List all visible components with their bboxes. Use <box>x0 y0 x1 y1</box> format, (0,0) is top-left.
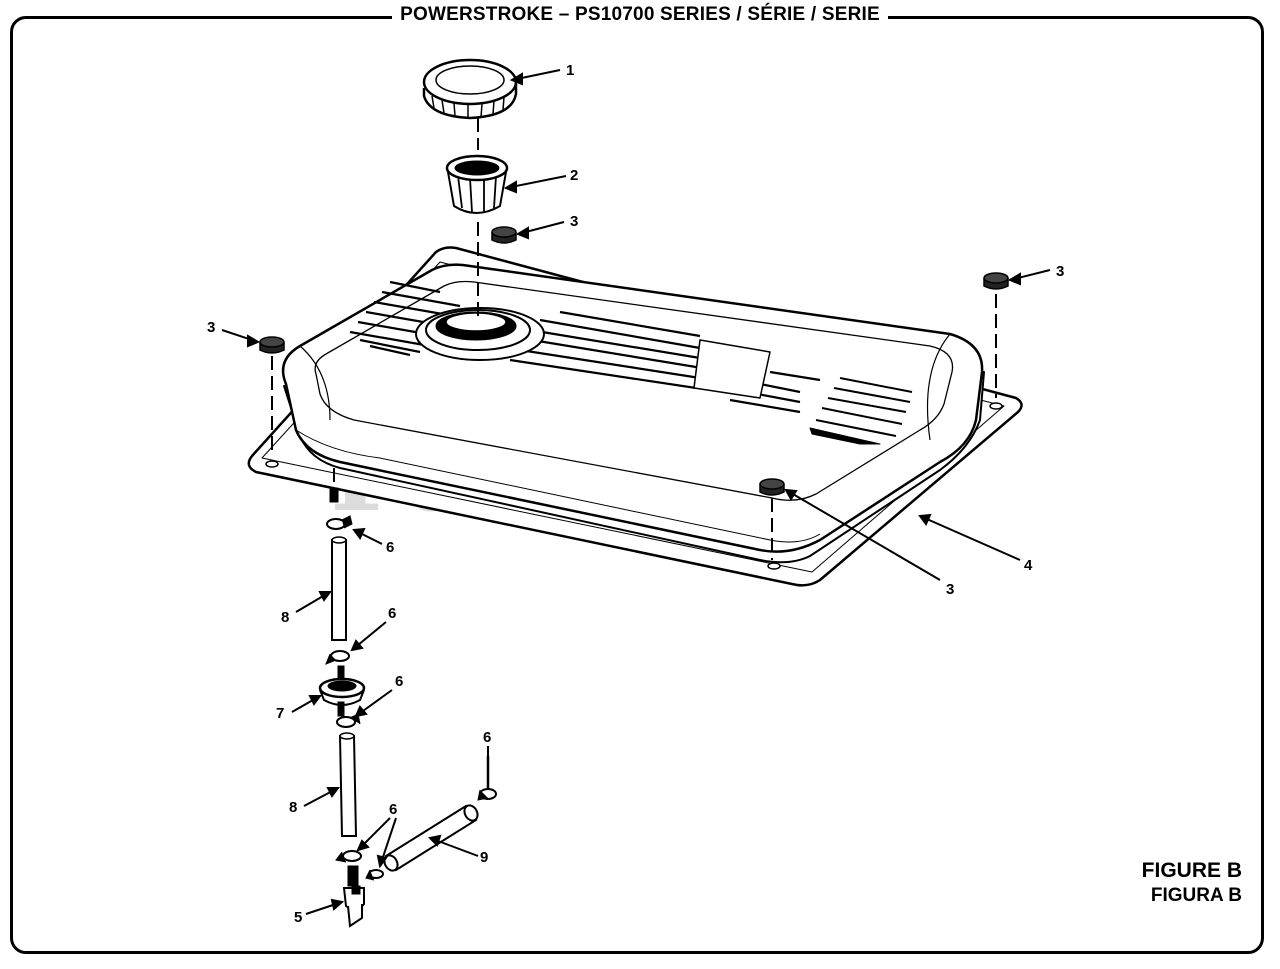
callout-5: 5 <box>294 909 302 926</box>
fuel-shutoff-valve <box>342 865 365 928</box>
screw-clamp <box>477 756 497 801</box>
callout-8-lower: 8 <box>289 799 297 816</box>
grommet-right <box>983 272 1009 290</box>
fuel-strainer <box>445 154 509 214</box>
grommet-top <box>491 226 517 244</box>
callout-3-left: 3 <box>207 319 215 336</box>
hose-clamp-2 <box>325 650 350 665</box>
callout-numbers: 1 2 3 3 3 3 4 5 6 6 6 6 6 7 8 8 9 <box>207 62 1064 926</box>
callout-7: 7 <box>276 705 284 722</box>
grommet-left <box>259 336 285 354</box>
fuel-cap <box>422 58 518 120</box>
fuel-line-assembly <box>318 515 497 928</box>
callout-3-top: 3 <box>570 213 578 230</box>
callout-6-a: 6 <box>386 539 394 556</box>
callout-6-e: 6 <box>483 729 491 746</box>
alignment-lines <box>271 118 997 560</box>
figure-label-en: FIGURE B <box>1141 859 1242 882</box>
fuel-tank <box>247 246 1023 587</box>
inline-fuel-filter <box>318 665 366 717</box>
callout-6-b: 6 <box>388 605 396 622</box>
callout-6-c: 6 <box>395 673 403 690</box>
hose-clamp-1 <box>326 515 353 530</box>
callout-2: 2 <box>570 167 578 184</box>
callout-1: 1 <box>566 62 574 79</box>
figure-label: FIGURE B FIGURA B <box>1142 858 1242 908</box>
grommets <box>259 226 1009 496</box>
callout-3-right: 3 <box>1056 263 1064 280</box>
grommet-front <box>759 478 785 496</box>
callout-4: 4 <box>1024 557 1033 574</box>
hose-clamp-5 <box>365 869 384 881</box>
callout-8-upper: 8 <box>281 609 289 626</box>
callout-6-d: 6 <box>389 801 397 818</box>
callout-9: 9 <box>480 849 488 866</box>
leader-lines <box>221 69 1051 915</box>
hose-clamp-4 <box>335 850 362 863</box>
diagram-title: POWERSTROKE – PS10700 SERIES / SÉRIE / S… <box>392 2 888 28</box>
title-bar: POWERSTROKE – PS10700 SERIES / SÉRIE / S… <box>0 2 1280 28</box>
callout-3-front: 3 <box>946 581 954 598</box>
figure-label-es: FIGURA B <box>1150 885 1242 906</box>
